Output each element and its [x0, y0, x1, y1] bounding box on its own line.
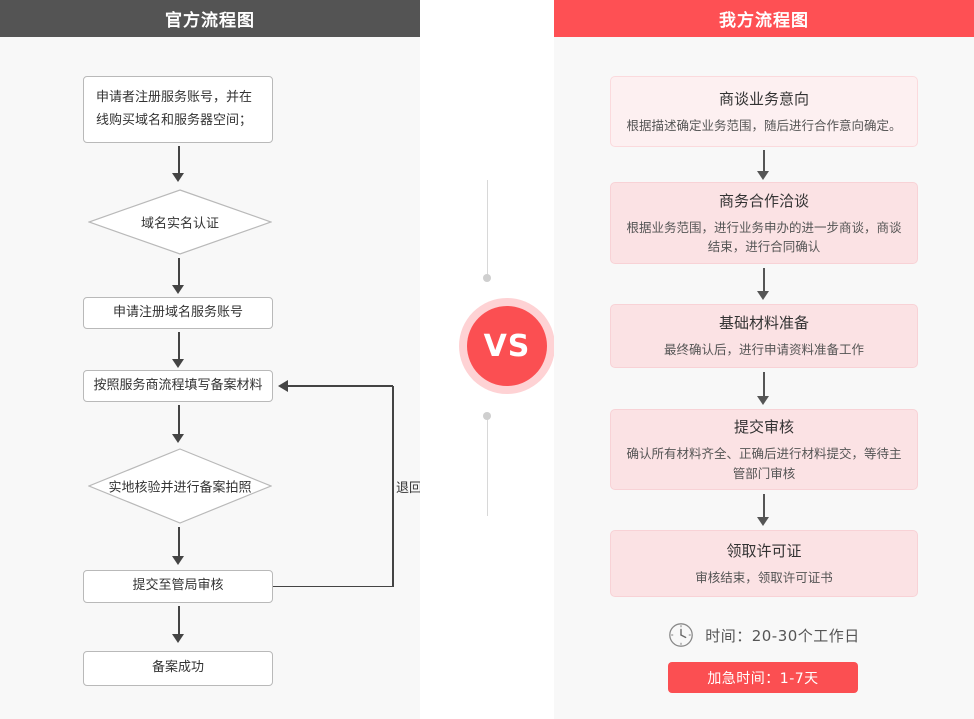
vs-dot-bottom — [483, 412, 491, 420]
vs-badge: VS — [459, 298, 555, 394]
loop-line-right — [392, 386, 395, 586]
diamond-shape — [88, 189, 272, 255]
flow-node-label: 按照服务商流程填写备案材料 — [93, 377, 263, 393]
flow-node-label: 域名实名认证 — [140, 216, 219, 232]
card-description: 根据描述确定业务范围，随后进行合作意向确定。 — [626, 117, 902, 133]
card-description: 根据业务范围，进行业务申办的进一步商谈，商谈结束，进行合同确认 — [626, 219, 902, 254]
card-arrow-3 — [757, 372, 770, 405]
flow-node-label: 提交至管局审核 — [132, 578, 224, 594]
loop-arrow-head — [278, 379, 288, 392]
clock-icon — [668, 622, 694, 648]
flow-node-label: 备案成功 — [151, 660, 204, 676]
card-description: 审核结束，领取许可证书 — [695, 569, 833, 585]
flow-node-label: 实地核验并进行备案拍照 — [108, 480, 252, 496]
diamond-shape — [88, 448, 272, 524]
flow-arrow-1 — [172, 146, 185, 182]
card-title: 提交审核 — [733, 418, 794, 437]
loop-line-top — [288, 385, 393, 388]
process-card-submit-review: 提交审核 确认所有材料齐全、正确后进行材料提交，等待主管部门审核 — [610, 409, 918, 490]
flow-node-onsite-verification: 实地核验并进行备案拍照 — [88, 448, 272, 524]
rush-service-badge[interactable]: 加急时间：1-7天 — [668, 662, 858, 693]
card-arrow-4 — [757, 494, 770, 526]
flow-node-filing-success: 备案成功 — [83, 651, 273, 686]
flow-node-label: 申请者注册服务账号，并在线购买域名和服务器空间； — [96, 90, 253, 128]
card-title: 领取许可证 — [726, 541, 802, 560]
our-flow-panel: 我方流程图 商谈业务意向 根据描述确定业务范围，随后进行合作意向确定。 商务合作… — [554, 0, 974, 719]
card-title: 商务合作洽谈 — [718, 191, 809, 210]
flow-node-label: 申请注册域名服务账号 — [112, 304, 243, 320]
process-card-obtain-license: 领取许可证 审核结束，领取许可证书 — [610, 530, 918, 597]
flow-node-apply-domain-account: 申请注册域名服务账号 — [83, 297, 273, 329]
loop-line-bottom — [273, 585, 394, 588]
duration-text: 时间：20-30个工作日 — [705, 626, 860, 645]
card-description: 确认所有材料齐全、正确后进行材料提交，等待主管部门审核 — [626, 446, 902, 481]
flow-arrow-3 — [172, 332, 185, 368]
flow-node-register-account: 申请者注册服务账号，并在线购买域名和服务器空间； — [83, 76, 273, 143]
card-title: 基础材料准备 — [718, 314, 809, 333]
flow-arrow-6 — [172, 606, 185, 643]
flow-arrow-2 — [172, 258, 185, 294]
loop-label-reject: 退回 — [396, 481, 423, 496]
official-panel-title: 官方流程图 — [0, 0, 420, 37]
vs-line-bottom — [486, 418, 488, 516]
flow-arrow-4 — [172, 405, 185, 443]
flow-node-fill-filing-materials: 按照服务商流程填写备案材料 — [83, 370, 273, 402]
process-card-business-intent: 商谈业务意向 根据描述确定业务范围，随后进行合作意向确定。 — [610, 76, 918, 147]
vs-divider-column: VS — [420, 0, 555, 719]
vs-dot-top — [483, 274, 491, 282]
flow-arrow-5 — [172, 527, 185, 565]
process-card-business-negotiation: 商务合作洽谈 根据业务范围，进行业务申办的进一步商谈，商谈结束，进行合同确认 — [610, 182, 918, 264]
vs-label: VS — [467, 306, 547, 386]
duration-row: 时间：20-30个工作日 — [610, 622, 918, 648]
process-card-material-preparation: 基础材料准备 最终确认后，进行申请资料准备工作 — [610, 304, 918, 368]
flow-node-submit-to-authority: 提交至管局审核 — [83, 570, 273, 603]
card-title: 商谈业务意向 — [718, 89, 809, 108]
flow-node-domain-verification: 域名实名认证 — [88, 189, 272, 255]
card-arrow-2 — [757, 268, 770, 300]
card-description: 最终确认后，进行申请资料准备工作 — [663, 342, 864, 358]
card-arrow-1 — [757, 150, 770, 180]
vs-line-top — [486, 180, 488, 278]
our-panel-title: 我方流程图 — [554, 0, 974, 37]
official-flow-panel: 官方流程图 申请者注册服务账号，并在线购买域名和服务器空间； 域名实名认证 申请… — [0, 0, 423, 719]
